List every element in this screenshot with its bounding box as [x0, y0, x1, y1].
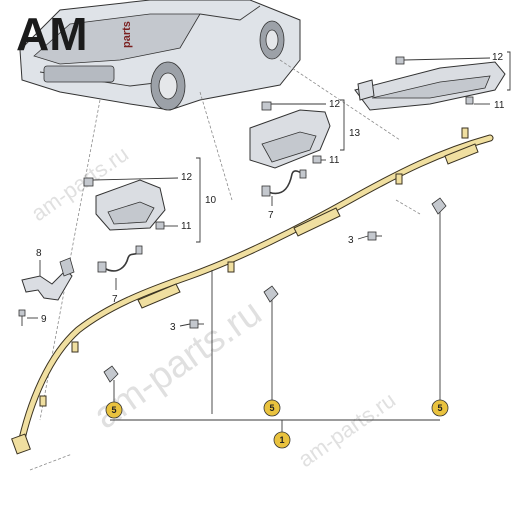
wiring-harness	[97, 245, 143, 273]
svg-text:5: 5	[437, 403, 442, 413]
label-10: 10	[205, 195, 217, 206]
label-7: 7	[268, 210, 274, 221]
mounting-bracket	[21, 257, 75, 301]
label-11: 11	[181, 221, 192, 232]
retaining-clip-icon	[103, 365, 119, 383]
label-8: 8	[36, 248, 42, 259]
svg-text:1: 1	[279, 435, 284, 445]
label-13: 13	[349, 128, 361, 139]
label-9: 9	[41, 314, 47, 325]
screw-icon	[367, 231, 382, 241]
curtain-airbag	[11, 127, 494, 455]
clip-icon	[312, 155, 322, 164]
callout-5: 5	[263, 399, 281, 417]
logo-suffix: parts	[121, 21, 133, 48]
clip-icon	[83, 177, 94, 187]
clip-icon	[155, 221, 165, 230]
retaining-clip-icon	[263, 285, 279, 303]
projection-line	[199, 91, 233, 201]
label-12: 12	[492, 52, 504, 63]
retaining-clip-icon	[431, 197, 447, 215]
screw-icon	[18, 309, 26, 326]
logo-text: AM	[16, 8, 88, 60]
label-3: 3	[170, 322, 176, 333]
clip-icon	[261, 101, 272, 111]
label-3: 3	[348, 235, 354, 246]
label-7: 7	[112, 294, 118, 305]
clip-icon	[465, 96, 474, 105]
wiring-harness	[261, 169, 307, 197]
label-12: 12	[329, 99, 341, 110]
car-illustration	[19, 0, 301, 111]
callout-5: 5	[431, 399, 449, 417]
seat-airbag-module	[249, 101, 331, 169]
watermark-layer: am-parts.ru am-parts.ru am-parts.ru	[27, 141, 400, 472]
clip-icon	[395, 56, 405, 65]
am-parts-logo: AM parts	[16, 8, 133, 60]
label-11: 11	[494, 100, 505, 111]
label-12: 12	[181, 172, 193, 183]
svg-text:5: 5	[111, 405, 116, 415]
watermark-bottom-right: am-parts.ru	[294, 387, 400, 472]
front-airbag-bracket	[83, 177, 166, 231]
callout-5: 5	[105, 401, 123, 419]
label-11: 11	[329, 155, 340, 166]
rear-trim-bracket	[354, 56, 506, 111]
callout-1: 1	[273, 431, 291, 449]
svg-text:5: 5	[269, 403, 274, 413]
